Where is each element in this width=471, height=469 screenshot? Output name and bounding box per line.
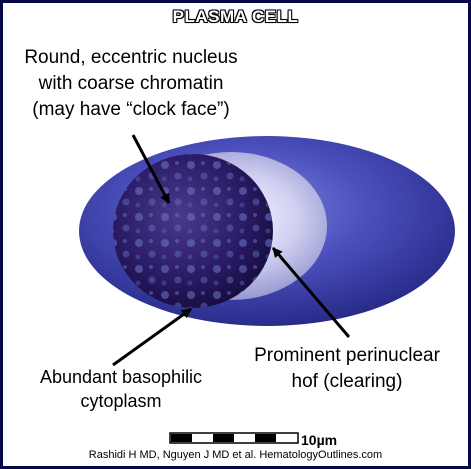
cytoplasm-label-line: Abundant basophilic [39, 367, 203, 387]
nucleus-shape [113, 154, 273, 308]
nucleus-label-line: Round, eccentric nucleus [24, 47, 238, 68]
cytoplasm-arrow [112, 307, 192, 367]
hof-label-line: Prominent perinuclear [254, 345, 440, 366]
diagram-title: PLASMA CELL [172, 7, 299, 26]
diagram-canvas: PLASMA CELL Round, eccentric nucleus wit… [3, 3, 468, 466]
credit-line: Rashidi H MD, Nguyen J MD et al. Hematol… [88, 449, 383, 461]
hof-label-line: hof (clearing) [291, 371, 403, 392]
hof-label: Prominent perinuclear hof (clearing) [231, 343, 463, 395]
scale-bar [169, 432, 299, 444]
cytoplasm-label: Abundant basophilic cytoplasm [11, 365, 231, 413]
scale-bar-label: 10µm [301, 432, 338, 448]
nucleus-arrow [131, 134, 171, 204]
plasma-cell-illustration [79, 134, 455, 444]
nucleus-label-line: with coarse chromatin [38, 73, 224, 94]
nucleus-label-line: (may have “clock face”) [32, 99, 230, 120]
hof-arrow [271, 247, 351, 338]
cytoplasm-label-line: cytoplasm [80, 391, 162, 411]
nucleus-label: Round, eccentric nucleus with coarse chr… [7, 45, 255, 123]
